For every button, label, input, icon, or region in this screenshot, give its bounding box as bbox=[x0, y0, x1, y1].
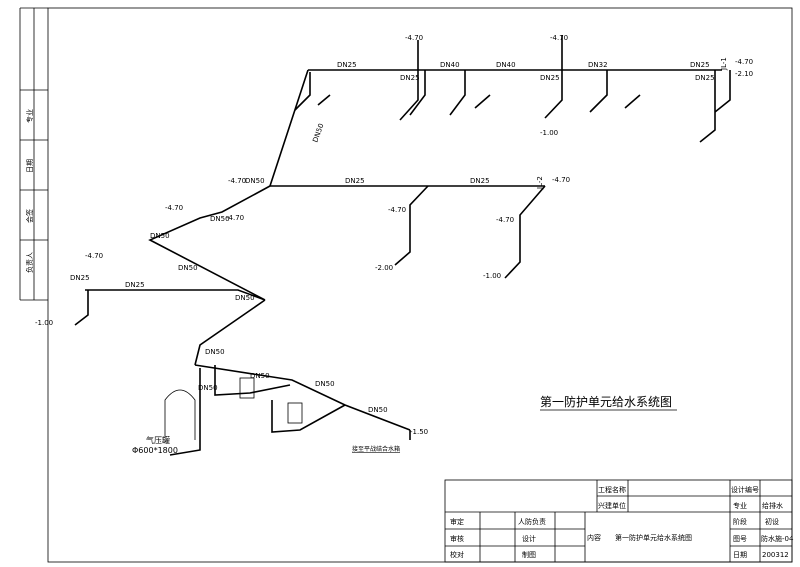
diagram-label: 图号 bbox=[733, 535, 747, 543]
diagram-label: -4.70 bbox=[405, 34, 423, 42]
tank-size: Φ600*1800 bbox=[132, 446, 178, 455]
side-strip-label: 日期 bbox=[26, 159, 34, 173]
diagram-label: 专业 bbox=[733, 501, 747, 510]
diagram-label: DN40 bbox=[496, 61, 516, 69]
diagram-label: 校对 bbox=[450, 550, 464, 559]
diagram-label: DN25 bbox=[125, 281, 145, 289]
diagram-label: 防水施-04 bbox=[761, 534, 794, 543]
diagram-label: DN25 bbox=[540, 74, 560, 82]
diagram-label: JL-2 bbox=[536, 176, 544, 190]
diagram-label: 内容 bbox=[587, 533, 601, 542]
diagram-label: -4.70 bbox=[85, 252, 103, 260]
side-strip-label: 负责人 bbox=[25, 252, 34, 273]
diagram-label: -2.10 bbox=[735, 70, 753, 78]
side-strip-label: 专业 bbox=[25, 109, 34, 123]
diagram-label: DN50 bbox=[250, 372, 270, 380]
diagram-label: DN25 bbox=[70, 274, 90, 282]
diagram-label: 制图 bbox=[522, 550, 536, 559]
diagram-label: DN50 bbox=[245, 177, 265, 185]
diagram-label: DN25 bbox=[470, 177, 490, 185]
diagram-label: 日期 bbox=[733, 551, 747, 559]
diagram-label: -4.70 bbox=[228, 177, 246, 185]
diagram-label: -4.70 bbox=[388, 206, 406, 214]
diagram-label: JL-1 bbox=[720, 57, 728, 71]
drawing-title: 第一防护单元给水系统图 bbox=[540, 394, 672, 409]
diagram-label: DN32 bbox=[588, 61, 608, 69]
outlet-note: 接至平战结合水箱 bbox=[352, 445, 400, 453]
diagram-label: 阶段 bbox=[733, 517, 747, 526]
diagram-label: DN50 bbox=[315, 380, 335, 388]
diagram-label: -1.00 bbox=[540, 129, 558, 137]
diagram-label: -4.70 bbox=[550, 34, 568, 42]
pump-icon bbox=[239, 377, 255, 399]
diagram-label: 设计编号 bbox=[731, 485, 759, 494]
diagram-label: DN50 bbox=[178, 264, 198, 272]
pump-icon bbox=[287, 402, 303, 424]
diagram-label: 工程名称 bbox=[598, 485, 626, 494]
diagram-label: DN25 bbox=[400, 74, 420, 82]
diagram-label: -1.00 bbox=[35, 319, 53, 327]
side-strip-label: 会签 bbox=[25, 209, 34, 223]
title-block: 工程名称 兴建单位 设计编号 专业 给排水 阶段 初设 图号 防水施-04 日期… bbox=[444, 479, 794, 563]
diagram-label: DN25 bbox=[695, 74, 715, 82]
diagram-label: 审核 bbox=[450, 534, 464, 543]
diagram-label: DN50 bbox=[311, 122, 325, 143]
diagram-label: -1.00 bbox=[483, 272, 501, 280]
diagram-label: 200312 bbox=[762, 551, 789, 559]
diagram-label: -4.70 bbox=[496, 216, 514, 224]
diagram-label: DN25 bbox=[345, 177, 365, 185]
diagram-label: 人防负责 bbox=[518, 517, 546, 526]
diagram-label: DN50 bbox=[150, 232, 170, 240]
diagram-label: DN50 bbox=[368, 406, 388, 414]
pipe-labels: DN25 DN25 DN40 DN40 DN25 DN32 DN25 DN25 … bbox=[70, 61, 715, 414]
diagram-label: 初设 bbox=[765, 517, 779, 526]
diagram-label: 给排水 bbox=[762, 501, 783, 510]
diagram-label: DN25 bbox=[690, 61, 710, 69]
diagram-label: 第一防护单元给水系统图 bbox=[615, 533, 692, 542]
pressure-tank-icon bbox=[164, 389, 196, 440]
diagram-label: DN40 bbox=[440, 61, 460, 69]
diagram-label: 设计 bbox=[522, 534, 536, 543]
diagram-label: -4.70 bbox=[165, 204, 183, 212]
drawing-frame bbox=[47, 7, 793, 563]
diagram-label: DN50 bbox=[198, 384, 218, 392]
diagram-label: DN50 bbox=[235, 294, 255, 302]
side-strip: 专业 日期 会签 负责人 bbox=[19, 7, 48, 301]
elevation-label-minus-2: -2.00 bbox=[375, 264, 393, 272]
diagram-label: -4.70 bbox=[552, 176, 570, 184]
diagram-label: DN50 bbox=[210, 215, 230, 223]
diagram-label: DN25 bbox=[337, 61, 357, 69]
diagram-label: DN50 bbox=[205, 348, 225, 356]
diagram-label: 审定 bbox=[450, 517, 464, 526]
tank-name: 气压罐 bbox=[146, 435, 170, 445]
elevation-labels: -4.70 -4.70 -4.70 -2.10 -4.70 -4.70 -4.7… bbox=[35, 34, 753, 436]
pipe-network bbox=[74, 35, 731, 456]
diagram-label: -1.50 bbox=[410, 428, 428, 436]
diagram-label: -4.70 bbox=[226, 214, 244, 222]
diagram-label: -4.70 bbox=[735, 58, 753, 66]
diagram-label: 兴建单位 bbox=[598, 501, 626, 510]
